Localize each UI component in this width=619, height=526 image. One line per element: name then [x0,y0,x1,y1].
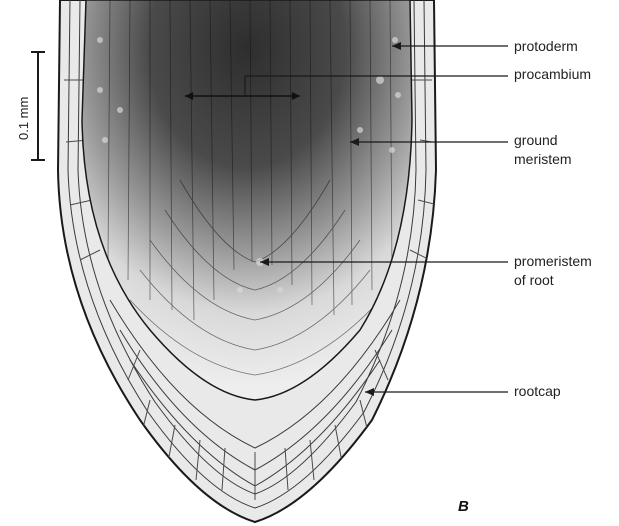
label-ground-meristem-line1: ground [514,131,619,150]
scale-bar-label: 0.1 mm [16,97,31,140]
label-procambium: procambium [514,65,591,84]
label-ground-meristem: ground meristem [514,131,619,169]
label-protoderm: protoderm [514,37,578,56]
panel-letter: B [458,498,469,515]
label-promeristem-line2: of root [514,271,619,290]
label-rootcap: rootcap [514,382,561,401]
label-promeristem: promeristem of root [514,252,619,290]
label-promeristem-line1: promeristem [514,252,619,271]
label-ground-meristem-line2: meristem [514,150,619,169]
scale-bar [31,52,45,160]
